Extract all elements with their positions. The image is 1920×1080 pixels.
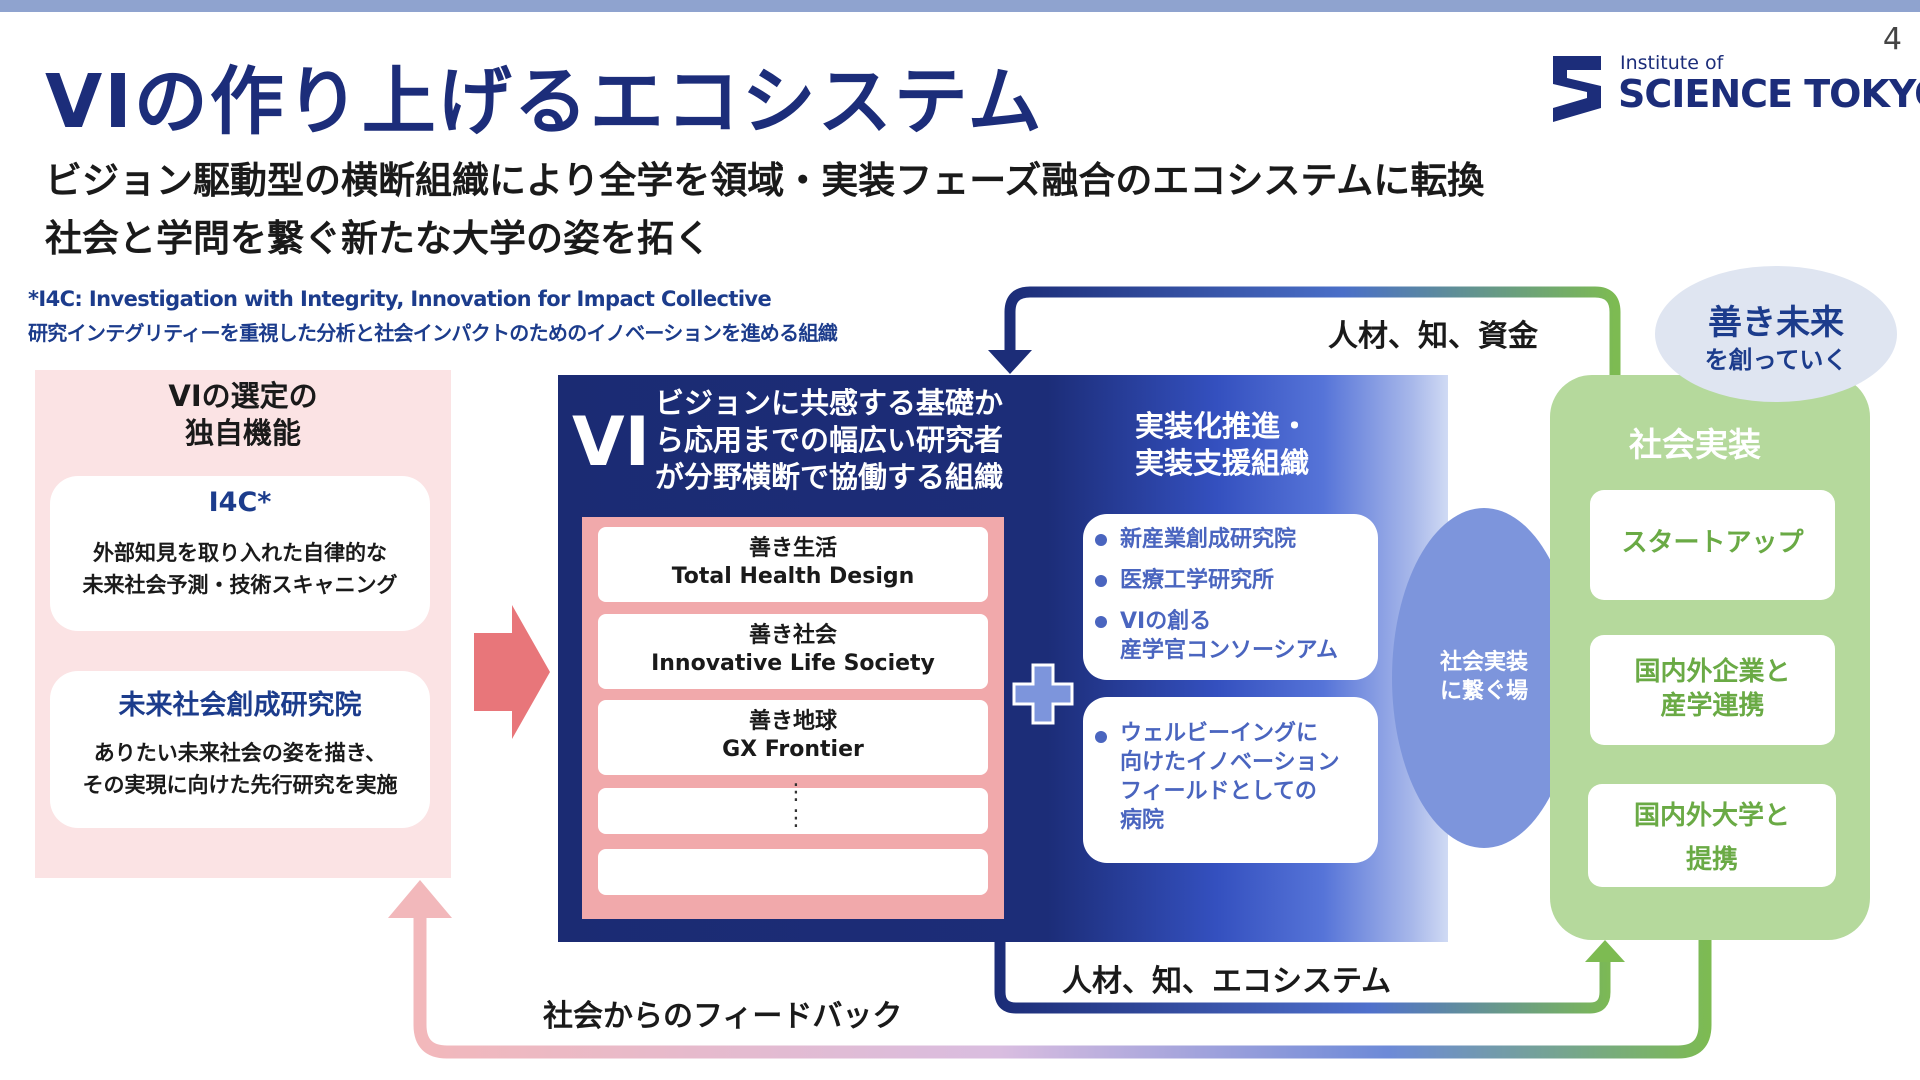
bullet-icon bbox=[1095, 534, 1107, 546]
good-future-bubble bbox=[1655, 266, 1897, 402]
i4c-card-body: 外部知見を取り入れた自律的な 未来社会予測・技術スキャニング bbox=[82, 541, 398, 597]
future-society-institute-card bbox=[50, 671, 430, 828]
support-org-heading: 実装化推進・ 実装支援組織 bbox=[1135, 409, 1310, 480]
i4c-card-title: I4C* bbox=[208, 487, 272, 518]
startup-card bbox=[1590, 490, 1835, 600]
bottom-flow-label: 人材、知、エコシステム bbox=[1062, 964, 1392, 999]
page-title: VIの作り上げるエコシステム bbox=[45, 59, 1044, 145]
startup-label: スタートアップ bbox=[1621, 528, 1804, 558]
hospital-field-text: ウェルビーイングに 向けたイノベーション フィールドとしての 病院 bbox=[1120, 721, 1340, 833]
industry-collab-card bbox=[1590, 635, 1835, 745]
logo-text-top: Institute of bbox=[1620, 52, 1724, 74]
support-item-biomedical: 医療工学研究所 bbox=[1120, 568, 1275, 593]
subtitle-line-1: ビジョン駆動型の横断組織により全学を領域・実装フェーズ融合のエコシステムに転換 bbox=[45, 159, 1485, 202]
bottom-flow-arrowhead bbox=[1585, 940, 1625, 962]
industry-collab-label: 国内外企業と 産学連携 bbox=[1634, 657, 1791, 721]
vi-item-good-earth: 善き地球 GX Frontier bbox=[598, 700, 988, 775]
vi-item-good-life: 善き生活 Total Health Design bbox=[598, 527, 988, 602]
future-society-institute-body: ありたい未来社会の姿を描き、 その実現に向けた先行研究を実施 bbox=[82, 741, 398, 797]
top-flow-label: 人材、知、資金 bbox=[1328, 319, 1538, 354]
vi-item-blank-1 bbox=[598, 788, 988, 834]
social-implementation-heading: 社会実装 bbox=[1629, 425, 1761, 464]
institute-logo-mark bbox=[1553, 56, 1601, 122]
bullet-icon bbox=[1095, 731, 1107, 743]
i4c-footnote-japanese: 研究インテグリティーを重視した分析と社会インパクトのためのイノベーションを進める… bbox=[28, 321, 838, 345]
support-item-consortium: VIの創る 産学官コンソーシアム bbox=[1120, 609, 1339, 663]
top-accent-bar bbox=[0, 0, 1920, 12]
good-future-subtitle: を創っていく bbox=[1704, 346, 1848, 374]
bottom-flow-line bbox=[994, 942, 1611, 1014]
top-flow-line bbox=[1004, 286, 1621, 375]
bullet-icon bbox=[1095, 616, 1107, 628]
subtitle-line-2: 社会と学問を繋ぐ新たな大学の姿を拓く bbox=[45, 217, 711, 260]
hospital-field-card: ウェルビーイングに 向けたイノベーション フィールドとしての 病院 bbox=[1083, 697, 1378, 863]
vi-item-good-society: 善き社会 Innovative Life Society bbox=[598, 614, 988, 689]
continuation-dots: ⋮ ⋮ bbox=[785, 780, 807, 831]
i4c-footnote-english: *I4C: Investigation with Integrity, Inno… bbox=[28, 287, 772, 311]
page-number: 4 bbox=[1882, 22, 1902, 57]
bullet-icon bbox=[1095, 575, 1107, 587]
main-transfer-arrow bbox=[474, 605, 550, 739]
vi-selection-heading: VIの選定の 独自機能 bbox=[168, 379, 318, 450]
top-flow-arrowhead bbox=[988, 350, 1032, 374]
future-society-institute-title: 未来社会創成研究院 bbox=[118, 690, 362, 721]
feedback-flow-line bbox=[413, 915, 1712, 1059]
bridge-to-society-label: 社会実装 に繋ぐ場 bbox=[1439, 650, 1528, 704]
university-partnership-label: 国内外大学と 提携 bbox=[1633, 801, 1790, 875]
i4c-card bbox=[50, 476, 430, 631]
feedback-flow-arrowhead bbox=[388, 880, 452, 918]
vi-label: VI bbox=[572, 403, 650, 482]
logo-text-main: SCIENCE TOKYO bbox=[1618, 72, 1920, 116]
support-item-new-industry: 新産業創成研究院 bbox=[1120, 527, 1297, 552]
university-partnership-card bbox=[1588, 784, 1836, 887]
bridge-to-society-ellipse bbox=[1392, 508, 1576, 848]
support-org-list-card: 新産業創成研究院 医療工学研究所 VIの創る 産学官コンソーシアム bbox=[1083, 514, 1378, 680]
feedback-flow-label: 社会からのフィードバック bbox=[543, 999, 903, 1034]
vi-item-blank-2 bbox=[598, 849, 988, 895]
vi-description: ビジョンに共感する基礎か ら応用までの幅広い研究者 が分野横断で協働する組織 bbox=[655, 386, 1004, 494]
good-future-title: 善き未来 bbox=[1708, 303, 1844, 343]
plus-icon bbox=[1012, 663, 1074, 725]
